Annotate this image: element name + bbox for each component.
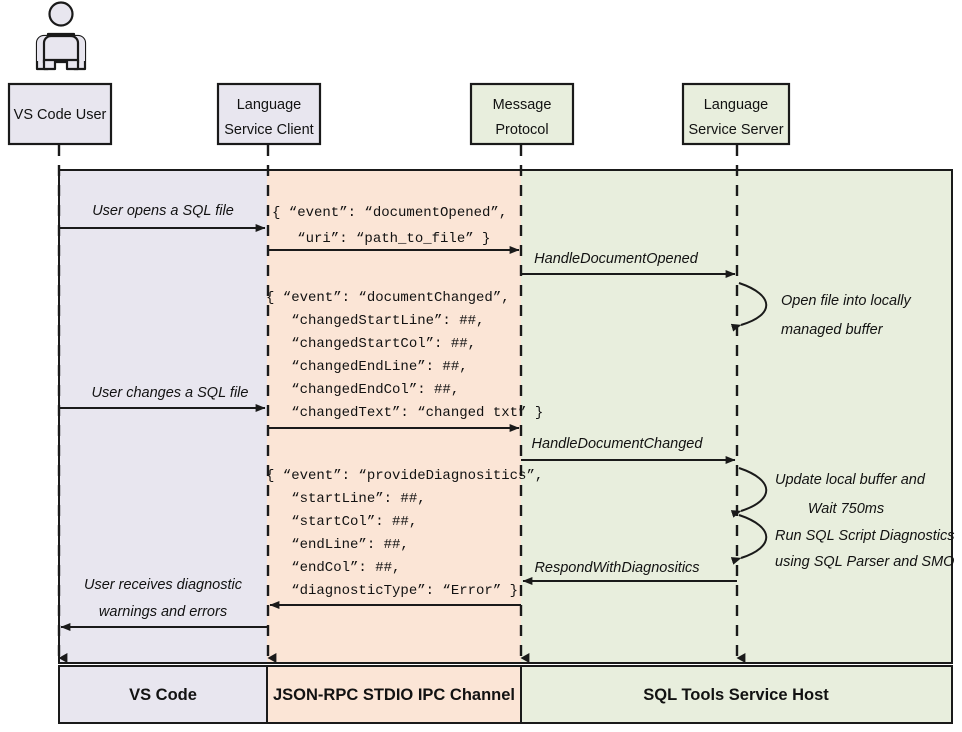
band-outline: [58, 169, 953, 664]
json-line: “endCol”: ##,: [266, 560, 400, 576]
json-block-provide-diagnostics-payload: { “event”: “provideDiagnositics”, “start…: [266, 468, 543, 599]
self-action-label-line2: managed buffer: [781, 322, 884, 338]
json-line: { “event”: “documentChanged”,: [266, 290, 510, 306]
user-message-label-user-receives-line2: warnings and errors: [99, 604, 227, 620]
footer-band-service: [520, 665, 953, 724]
participant-box-vscode-user[interactable]: VS Code User: [7, 82, 113, 146]
participant-label-line1: Message: [493, 97, 552, 113]
self-loop-open-file-buffer: [730, 282, 768, 332]
participant-box-language-client[interactable]: Language Service Client: [216, 82, 322, 146]
participant-label-line2: Service Client: [224, 122, 313, 138]
user-message-label-user-changes: User changes a SQL file: [92, 385, 249, 401]
participant-label-line1: Language: [237, 97, 302, 113]
json-block-document-changed-payload: { “event”: “documentChanged”, “changedSt…: [266, 290, 543, 421]
protocol-message-label-handle-document-changed: HandleDocumentChanged: [532, 436, 704, 452]
band-vscode: [59, 170, 267, 663]
json-line: “changedEndLine”: ##,: [266, 359, 468, 375]
person-icon: [35, 1, 87, 71]
footer-band-vscode: [58, 665, 268, 724]
json-line: “startLine”: ##,: [266, 491, 426, 507]
footer-label-ipc: JSON-RPC STDIO IPC Channel: [273, 686, 515, 704]
participant-label-line1: VS Code User: [14, 107, 107, 123]
self-action-label-line2: using SQL Parser and SMO: [775, 554, 954, 570]
band-ipc: [267, 170, 521, 663]
protocol-message-label-handle-document-opened: HandleDocumentOpened: [534, 251, 699, 267]
self-action-label-line2: Wait 750ms: [808, 501, 884, 517]
participant-box-message-protocol[interactable]: Message Protocol: [469, 82, 575, 146]
json-line: “endLine”: ##,: [266, 537, 409, 553]
json-block-document-opened-payload: { “event”: “documentOpened”, “uri”: “pat…: [272, 205, 507, 247]
participant-label-line1: Language: [704, 97, 769, 113]
json-line: “changedStartCol”: ##,: [266, 336, 476, 352]
participant-label-line2: Service Server: [688, 122, 783, 138]
user-message-label-user-receives-line1: User receives diagnostic: [84, 577, 243, 593]
json-line: “changedEndCol”: ##,: [266, 382, 459, 398]
user-message-label-user-opens: User opens a SQL file: [92, 203, 234, 219]
protocol-message-label-respond-with-diagnostics: RespondWithDiagnositics: [534, 560, 699, 576]
json-line: “changedText”: “changed txt” }: [266, 405, 543, 421]
self-loop-run-diagnostics: [730, 514, 768, 565]
json-line: { “event”: “provideDiagnositics”,: [266, 468, 543, 484]
participant-box-language-server[interactable]: Language Service Server: [681, 82, 791, 146]
self-action-label-line1: Update local buffer and: [775, 472, 926, 488]
self-loop-update-buffer-wait: [730, 467, 768, 518]
self-action-label-line1: Open file into locally: [781, 293, 912, 309]
json-line: { “event”: “documentOpened”,: [272, 205, 507, 221]
self-action-label-line1: Run SQL Script Diagnostics: [775, 528, 954, 544]
footer-label-vscode: VS Code: [129, 686, 197, 704]
json-line: “startCol”: ##,: [266, 514, 417, 530]
json-line: “diagnosticType”: “Error” }: [266, 583, 518, 599]
json-line: “uri”: “path_to_file” }: [272, 231, 490, 247]
participant-label-line2: Protocol: [495, 122, 548, 138]
footer-band-ipc: [266, 665, 522, 724]
footer-label-service: SQL Tools Service Host: [643, 686, 829, 704]
json-line: “changedStartLine”: ##,: [266, 313, 484, 329]
